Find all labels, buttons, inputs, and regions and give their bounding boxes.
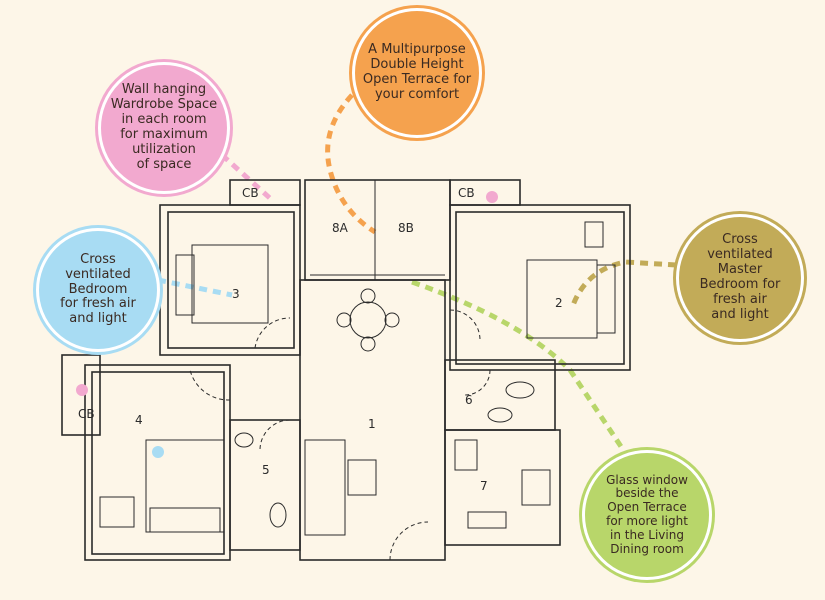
- room-label-6: 6: [465, 393, 473, 407]
- cb-label: CB: [458, 186, 475, 200]
- callout-master-text: Cross ventilated Master Bedroom for fres…: [699, 232, 781, 322]
- walls: [61, 179, 631, 561]
- callout-terrace-text: A Multipurpose Double Height Open Terrac…: [362, 42, 472, 102]
- room-label-5: 5: [262, 463, 270, 477]
- cb-label: CB: [78, 407, 95, 421]
- room-label-2: 2: [555, 296, 563, 310]
- leader-wardrobe: [220, 153, 274, 202]
- cb-label: CB: [242, 186, 259, 200]
- bedroom-dot: [152, 446, 164, 458]
- room-label-4: 4: [135, 413, 143, 427]
- callout-master: Cross ventilated Master Bedroom for fres…: [676, 214, 804, 342]
- callout-wardrobe: Wall hanging Wardrobe Space in each room…: [98, 62, 230, 194]
- room-label-1: 1: [368, 417, 376, 431]
- leader-master: [569, 259, 677, 309]
- callout-glass: Glass window beside the Open Terrace for…: [582, 450, 712, 580]
- leader-glass: [411, 279, 625, 450]
- wardrobe-dot: [486, 191, 498, 203]
- wardrobe-dot: [76, 384, 88, 396]
- callout-glass-text: Glass window beside the Open Terrace for…: [606, 472, 688, 556]
- room-label-7: 7: [480, 479, 488, 493]
- callout-bedroom: Cross ventilated Bedroom for fresh air a…: [36, 228, 160, 352]
- room-label-8b: 8B: [398, 221, 414, 235]
- leader-bedroom: [157, 277, 233, 298]
- room-label-3: 3: [232, 287, 240, 301]
- callout-bedroom-text: Cross ventilated Bedroom for fresh air a…: [60, 251, 136, 327]
- room-label-8a: 8A: [332, 221, 349, 235]
- callout-wardrobe-text: Wall hanging Wardrobe Space in each room…: [110, 82, 218, 172]
- callout-terrace: A Multipurpose Double Height Open Terrac…: [352, 8, 482, 138]
